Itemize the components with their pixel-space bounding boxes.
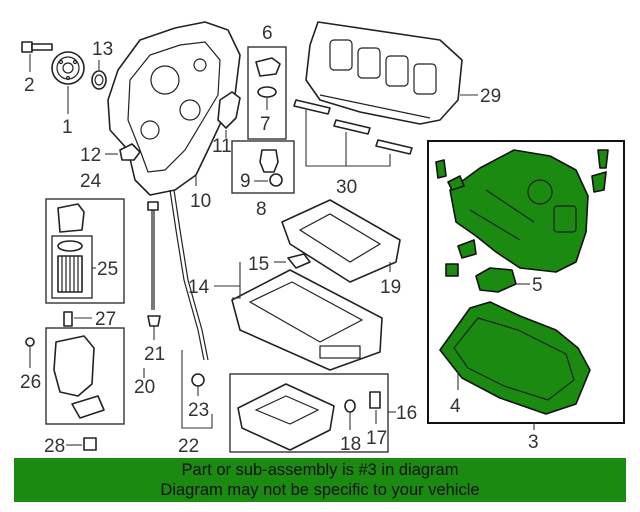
drain-plug-17 bbox=[369, 391, 381, 409]
washer-18 bbox=[344, 399, 356, 413]
group-box-24 bbox=[45, 198, 125, 304]
gasket-15 bbox=[287, 253, 311, 269]
bolt-26 bbox=[25, 337, 35, 347]
gasket-5 bbox=[475, 267, 517, 293]
banner-line-2: Diagram may not be specific to your vehi… bbox=[160, 481, 480, 499]
callout-25: 25 bbox=[97, 259, 118, 280]
group-box-16 bbox=[229, 373, 389, 453]
info-banner: Part or sub-assembly is #3 in diagram Di… bbox=[14, 458, 626, 502]
callout-20: 20 bbox=[134, 377, 155, 398]
callout-7: 7 bbox=[260, 114, 271, 135]
crank-pulley bbox=[51, 51, 85, 85]
front-seal bbox=[91, 70, 107, 90]
filter-housing bbox=[53, 335, 95, 397]
callout-18: 18 bbox=[340, 434, 361, 455]
group-box-6-7 bbox=[247, 46, 287, 140]
group-box-3 bbox=[427, 140, 625, 424]
callout-15: 15 bbox=[248, 254, 269, 275]
gasket-12 bbox=[119, 143, 141, 161]
pcv-valve bbox=[259, 149, 279, 173]
callout-6: 6 bbox=[262, 23, 273, 44]
callout-9: 9 bbox=[240, 171, 251, 192]
lower-oil-pan bbox=[237, 383, 335, 451]
oil-filler-cap bbox=[255, 57, 281, 77]
callout-8: 8 bbox=[256, 199, 267, 220]
callout-4: 4 bbox=[450, 396, 461, 417]
callout-1: 1 bbox=[62, 117, 73, 138]
callout-16: 16 bbox=[396, 403, 417, 424]
group-box-housing bbox=[45, 327, 125, 425]
cap-seal bbox=[257, 86, 277, 98]
callout-11: 11 bbox=[212, 136, 232, 157]
timing-cover bbox=[107, 21, 241, 196]
dipstick-tube-21 bbox=[147, 315, 161, 327]
housing-gasket bbox=[71, 395, 105, 419]
callout-29: 29 bbox=[480, 86, 501, 107]
callout-14: 14 bbox=[188, 277, 210, 298]
callout-26: 26 bbox=[20, 372, 41, 393]
valve-cover-bolts bbox=[435, 149, 609, 277]
callout-27: 27 bbox=[95, 309, 116, 330]
callout-22: 22 bbox=[178, 436, 199, 457]
intake-gaskets bbox=[293, 99, 413, 155]
filter-seal bbox=[57, 240, 83, 252]
group-box-8-9 bbox=[231, 140, 295, 194]
callout-13: 13 bbox=[92, 39, 113, 60]
filter-cap bbox=[57, 203, 85, 233]
pcv-grommet bbox=[269, 173, 283, 187]
group-box-25 bbox=[51, 235, 93, 299]
upper-oil-pan bbox=[231, 269, 383, 371]
banner-line-1: Part or sub-assembly is #3 in diagram bbox=[181, 461, 459, 479]
callout-30: 30 bbox=[336, 177, 357, 198]
callout-5: 5 bbox=[532, 275, 543, 296]
oring-23 bbox=[191, 373, 205, 387]
callout-2: 2 bbox=[24, 75, 35, 96]
callout-21: 21 bbox=[144, 344, 165, 365]
callout-24: 24 bbox=[80, 171, 102, 192]
crank-bolt bbox=[21, 41, 53, 53]
callout-3: 3 bbox=[528, 432, 539, 453]
callout-19: 19 bbox=[380, 277, 401, 298]
callout-10: 10 bbox=[190, 191, 211, 212]
callout-23: 23 bbox=[188, 400, 209, 421]
callout-17: 17 bbox=[366, 428, 387, 449]
valve-cover bbox=[449, 149, 589, 273]
bolt-27 bbox=[63, 311, 73, 327]
dipstick-tube bbox=[169, 189, 205, 361]
bracket-11 bbox=[217, 91, 241, 129]
valve-cover-gasket-4 bbox=[439, 301, 591, 415]
callout-28: 28 bbox=[44, 436, 65, 457]
bolt-28 bbox=[83, 437, 97, 451]
intake-manifold bbox=[305, 21, 463, 125]
callout-12: 12 bbox=[80, 145, 101, 166]
baffle-plate bbox=[281, 199, 401, 283]
